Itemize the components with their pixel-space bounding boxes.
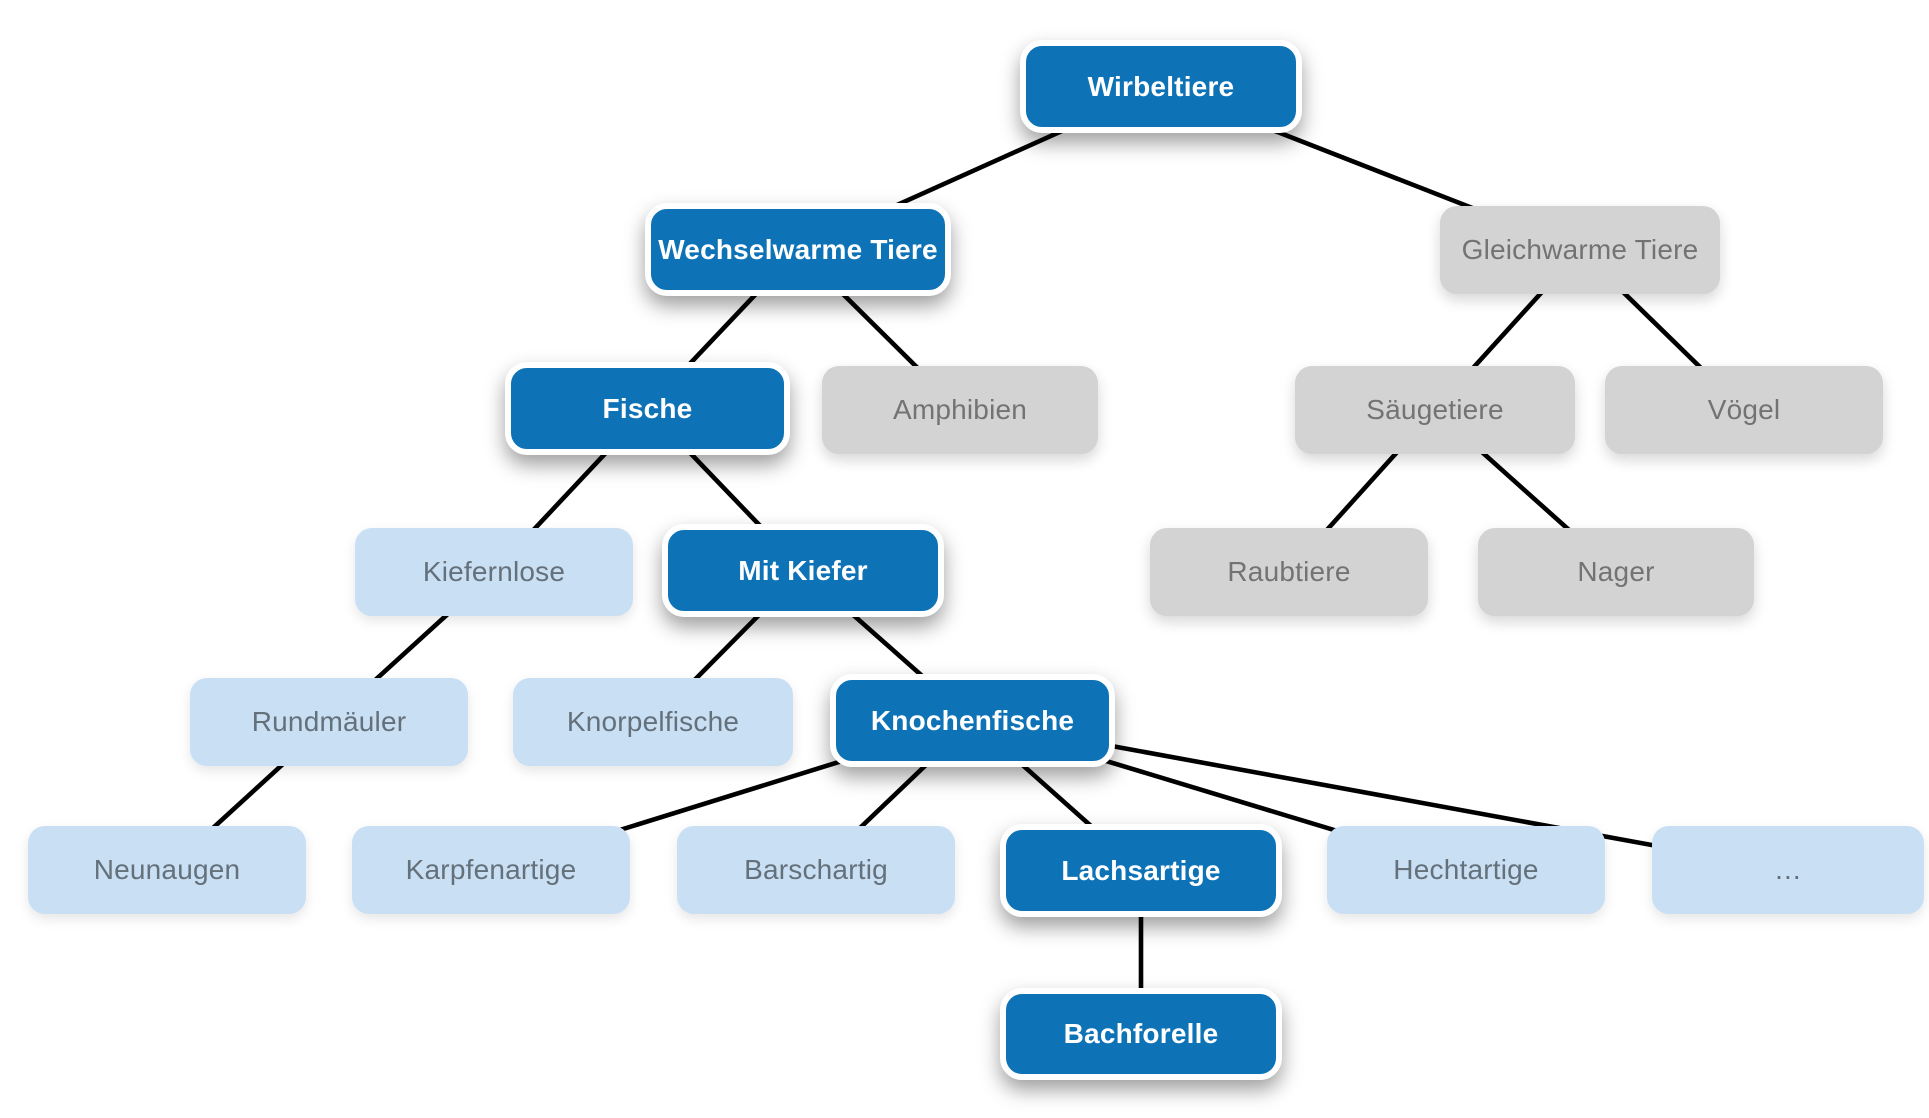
node-voegel: Vögel bbox=[1605, 366, 1883, 454]
node-amphibien: Amphibien bbox=[822, 366, 1098, 454]
node-knorpelfische: Knorpelfische bbox=[513, 678, 793, 766]
node-wirbeltiere: Wirbeltiere bbox=[1020, 40, 1302, 133]
node-fische: Fische bbox=[505, 362, 790, 455]
node-neunaugen: Neunaugen bbox=[28, 826, 306, 914]
node-mit-kiefer: Mit Kiefer bbox=[662, 524, 944, 617]
node-wechselwarme-tiere: Wechselwarme Tiere bbox=[645, 203, 951, 296]
node-raubtiere: Raubtiere bbox=[1150, 528, 1428, 616]
node-nager: Nager bbox=[1478, 528, 1754, 616]
node-barschartig: Barschartig bbox=[677, 826, 955, 914]
node-rundmaeuler: Rundmäuler bbox=[190, 678, 468, 766]
node-gleichwarme-tiere: Gleichwarme Tiere bbox=[1440, 206, 1720, 294]
node-ellipsis: … bbox=[1652, 826, 1924, 914]
node-saeugetiere: Säugetiere bbox=[1295, 366, 1575, 454]
node-karpfenartige: Karpfenartige bbox=[352, 826, 630, 914]
node-bachforelle: Bachforelle bbox=[1000, 988, 1282, 1080]
node-hechtartige: Hechtartige bbox=[1327, 826, 1605, 914]
node-knochenfische: Knochenfische bbox=[830, 674, 1115, 767]
node-lachsartige: Lachsartige bbox=[1000, 824, 1282, 917]
node-kiefernlose: Kiefernlose bbox=[355, 528, 633, 616]
